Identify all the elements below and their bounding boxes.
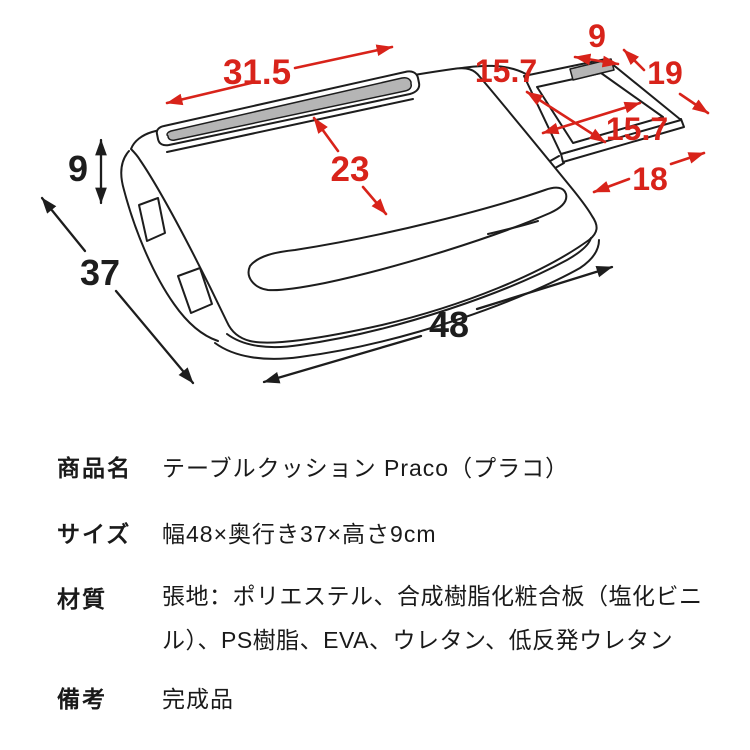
dim-label-tray-side-depth: 19	[647, 55, 683, 91]
side-strap-tabs	[138, 197, 213, 314]
dim-label-body-height: 9	[68, 148, 88, 189]
cushion-left-side	[120, 150, 219, 342]
dimension-body-width: 48	[262, 265, 614, 384]
surface-accent-line	[487, 220, 539, 235]
lap-desk-dimension-diagram: 31.5 23 15.7 15.7 9 19 18	[40, 18, 710, 385]
spec-label-remarks: 備考	[57, 686, 107, 712]
dim-label-body-width: 48	[429, 304, 469, 345]
spec-label-product-name: 商品名	[57, 455, 132, 481]
spec-label-material: 材質	[57, 586, 107, 612]
dim-label-tray-inner-depth: 15.7	[475, 53, 537, 89]
dim-label-tray-inner-width: 15.7	[606, 111, 668, 147]
dimension-body-depth: 37	[40, 196, 195, 385]
spec-value-product-name: テーブルクッション Praco（プラコ）	[162, 455, 570, 481]
dim-label-tray-extension: 18	[632, 161, 668, 197]
dimension-top-depth: 23	[312, 116, 388, 216]
spec-value-remarks: 完成品	[162, 686, 234, 712]
dimension-tray-side-depth: 19	[622, 48, 710, 115]
dim-label-top-depth: 23	[331, 150, 370, 189]
wrist-rest-pad	[247, 186, 568, 292]
dimension-tray-strip-width: 9	[573, 18, 620, 68]
dim-label-tray-strip-width: 9	[588, 18, 606, 54]
spec-label-size: サイズ	[57, 521, 132, 547]
dim-label-body-depth: 37	[80, 252, 120, 293]
dim-label-groove-width: 31.5	[223, 53, 291, 92]
dimension-tray-inner-width: 15.7	[541, 101, 668, 147]
tablet-groove	[155, 70, 421, 153]
dimension-body-height: 9	[68, 138, 107, 205]
spec-value-material: 張地：ポリエステル、合成樹脂化粧合板（塩化ビニル）、PS樹脂、EVA、ウレタン、…	[162, 583, 703, 653]
dimension-groove-width: 31.5	[165, 44, 394, 106]
spec-value-size: 幅48×奥行き37×高さ9cm	[162, 521, 437, 547]
cushion-bottom-edges	[214, 237, 600, 360]
dimension-tray-extension: 18	[592, 151, 706, 197]
